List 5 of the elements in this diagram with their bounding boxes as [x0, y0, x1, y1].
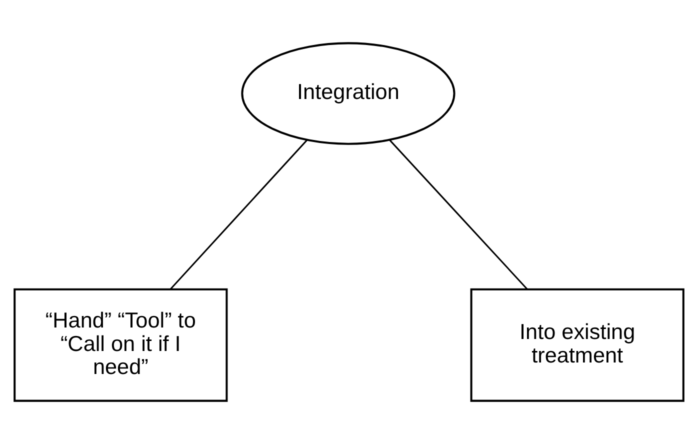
node-box: “Hand” “Tool” to “Call on it if I need”: [14, 288, 228, 402]
connector: [389, 139, 528, 290]
connector: [170, 139, 308, 290]
node-box: Into existing treatment: [470, 288, 684, 402]
node-ellipse: Integration: [241, 42, 456, 144]
